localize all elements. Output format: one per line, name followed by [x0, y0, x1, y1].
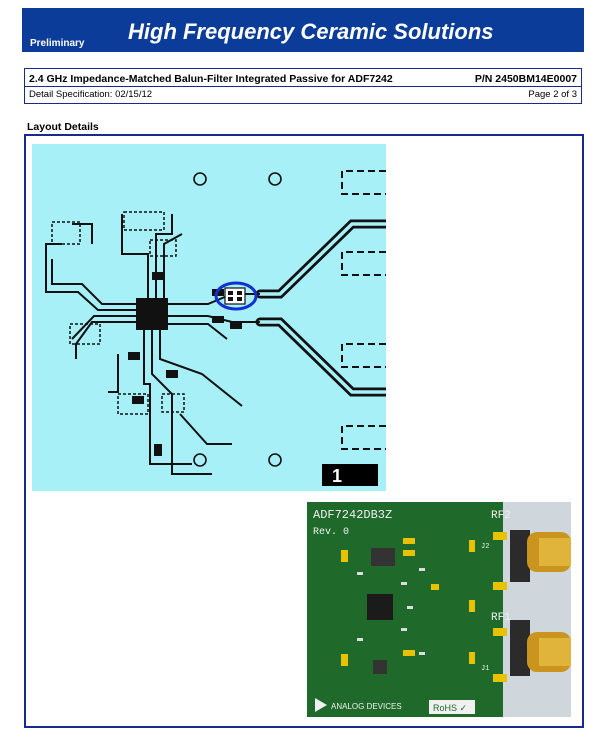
- rf2-label: RF2: [491, 510, 511, 522]
- preliminary-label: Preliminary: [30, 38, 85, 49]
- j1-label: J1: [481, 665, 489, 673]
- header-title: High Frequency Ceramic Solutions: [128, 19, 494, 44]
- rohs-mark: RoHS ✓: [433, 703, 467, 713]
- spec-info-box: 2.4 GHz Impedance-Matched Balun-Filter I…: [24, 68, 582, 104]
- board-photo: ADF7242DB3Z Rev. 0 RF2 RF1 J2 J1 ANALOG …: [307, 502, 571, 717]
- section-label: Layout Details: [27, 121, 99, 133]
- part-number: P/N 2450BM14E0007: [474, 73, 577, 85]
- board-revision: Rev. 0: [313, 527, 349, 538]
- vendor-logo-text: ANALOG DEVICES: [331, 702, 402, 711]
- layer-number: 1: [332, 466, 342, 486]
- board-name: ADF7242DB3Z: [313, 508, 392, 522]
- page-number: Page 2 of 3: [528, 89, 577, 100]
- product-description: 2.4 GHz Impedance-Matched Balun-Filter I…: [29, 73, 393, 85]
- pcb-layout-image: 1: [32, 144, 386, 491]
- header-banner: Preliminary High Frequency Ceramic Solut…: [22, 8, 584, 52]
- detail-specification: Detail Specification: 02/15/12: [29, 89, 153, 100]
- rf1-label: RF1: [491, 612, 511, 624]
- j2-label: J2: [481, 543, 489, 551]
- layout-content-box: [24, 134, 584, 728]
- info-divider: [25, 86, 581, 87]
